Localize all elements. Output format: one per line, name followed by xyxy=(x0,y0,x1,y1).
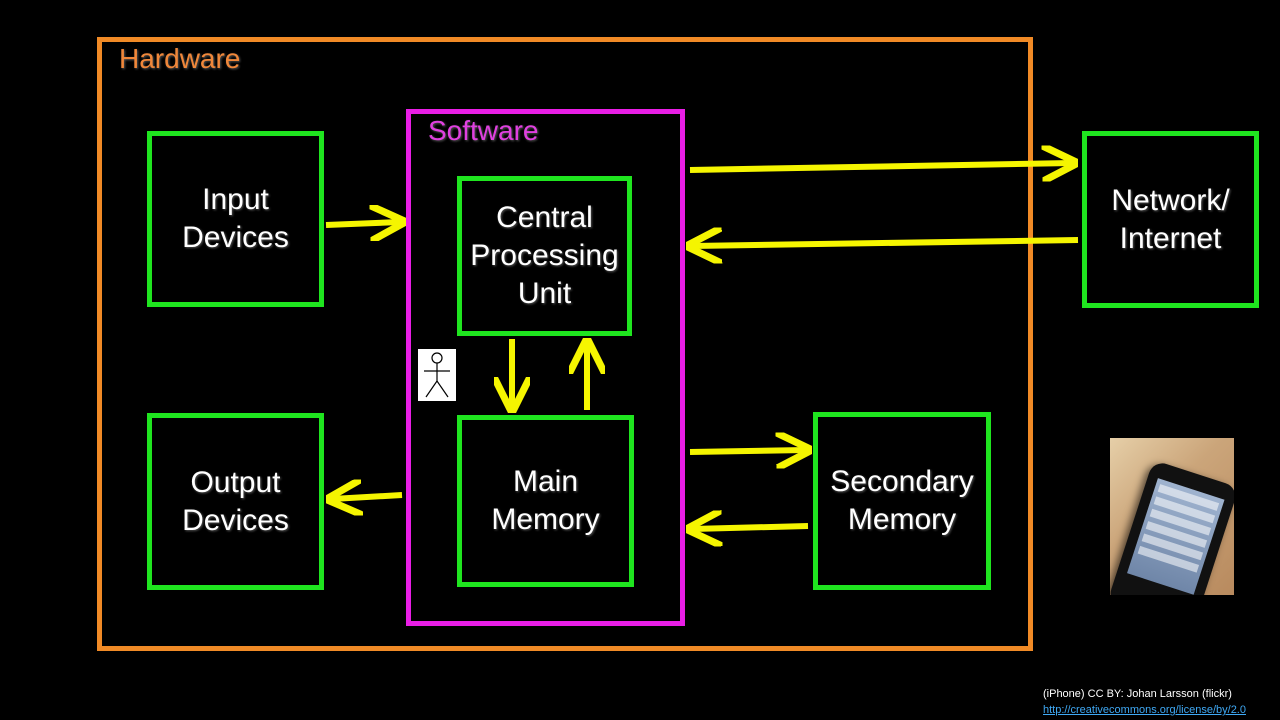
cpu-label: Central Processing Unit xyxy=(470,201,619,310)
license-link[interactable]: http://creativecommons.org/license/by/2.… xyxy=(1043,704,1246,716)
hardware-frame xyxy=(97,37,1033,651)
cpu-box: Central Processing Unit xyxy=(457,176,632,336)
input-devices-box: Input Devices xyxy=(147,131,324,307)
input-devices-label: Input Devices xyxy=(182,183,289,254)
arrow-network-to-software xyxy=(692,240,1079,246)
arrow-software-to-network xyxy=(689,163,1072,170)
secondary-memory-box: Secondary Memory xyxy=(813,412,991,590)
stick-figure-icon xyxy=(418,349,456,401)
secondary-memory-label: Secondary Memory xyxy=(830,465,974,536)
arrow-input-to-software xyxy=(325,222,400,225)
credit-text: (iPhone) CC BY: Johan Larsson (flickr) xyxy=(1043,688,1232,700)
arrow-software-to-secondary xyxy=(689,450,806,452)
main-memory-box: Main Memory xyxy=(457,415,634,587)
software-label: Software xyxy=(428,115,539,146)
phone-device xyxy=(1110,459,1234,595)
phone-screen xyxy=(1127,478,1225,595)
photo-credit: (iPhone) CC BY: Johan Larsson (flickr) h… xyxy=(1043,686,1246,718)
iphone-photo xyxy=(1110,438,1234,595)
arrow-secondary-to-software xyxy=(692,526,809,529)
hardware-label: Hardware xyxy=(119,43,241,74)
output-devices-box: Output Devices xyxy=(147,413,324,590)
arrow-software-to-output xyxy=(332,495,403,499)
network-internet-label: Network/ Internet xyxy=(1111,183,1230,255)
network-internet-box: Network/ Internet xyxy=(1082,131,1259,308)
output-devices-label: Output Devices xyxy=(182,465,289,537)
software-frame xyxy=(406,109,685,626)
main-memory-label: Main Memory xyxy=(491,465,600,536)
